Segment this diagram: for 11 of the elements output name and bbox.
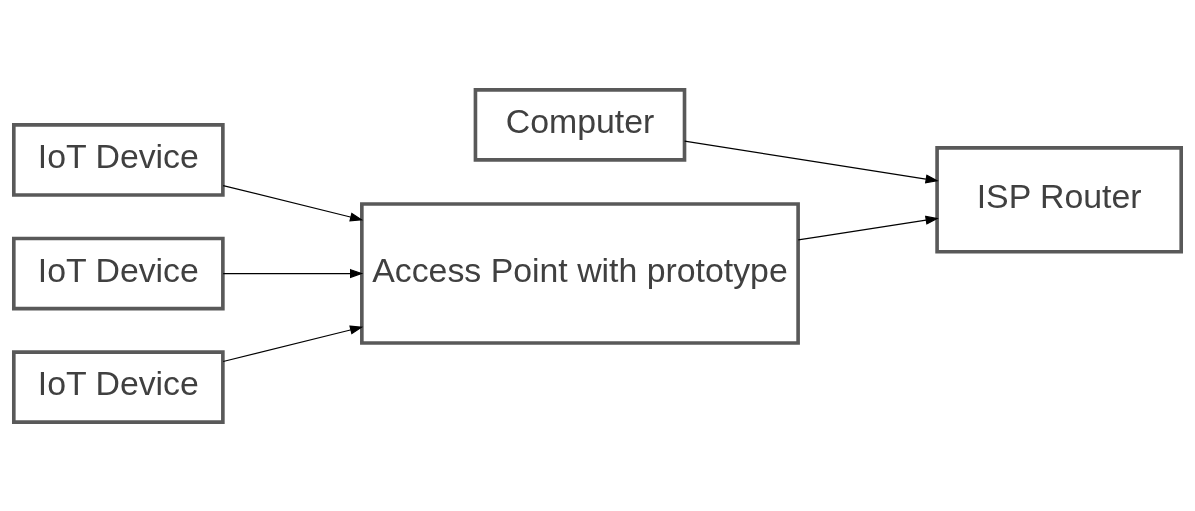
node-box: IoT Device xyxy=(12,236,225,310)
arrow xyxy=(222,184,364,222)
arrow xyxy=(222,325,364,362)
node-box: IoT Device xyxy=(12,122,225,197)
node-box: ISP Router xyxy=(935,145,1183,254)
arrow xyxy=(797,215,939,241)
node-box: Access Point with prototype xyxy=(360,201,800,345)
arrow xyxy=(684,140,939,184)
arrow xyxy=(222,268,364,278)
node-box: Computer xyxy=(473,87,687,162)
node-box: IoT Device xyxy=(12,349,225,424)
